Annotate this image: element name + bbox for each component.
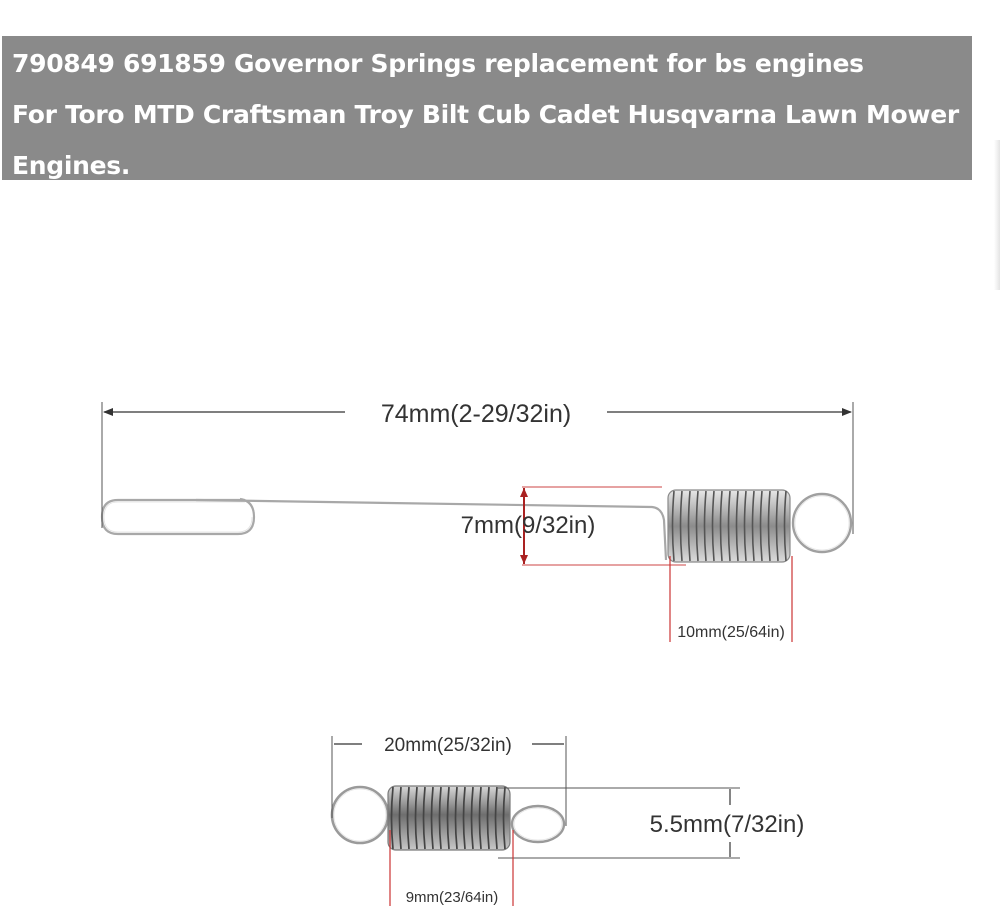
long-spring-hook-height-label: 7mm(9/32in): [461, 512, 596, 539]
short-spring: [330, 785, 566, 851]
title-line-2: For Toro MTD Craftsman Troy Bilt Cub Cad…: [12, 100, 959, 129]
long-spring: [100, 489, 853, 563]
short-spring-dimensions: 20mm(25/32in) 5.5mm(7/32in) 9mm(23/64in): [331, 735, 805, 906]
title-line-1: 790849 691859 Governor Springs replaceme…: [12, 49, 864, 78]
long-spring-end-loop: [791, 492, 853, 554]
short-spring-coil-diameter-label: 9mm(23/64in): [406, 889, 499, 906]
long-spring-dimensions: 74mm(2-29/32in) 7mm(9/32in) 10mm(25/64in…: [101, 400, 854, 642]
title-banner: 790849 691859 Governor Springs replaceme…: [2, 36, 972, 180]
short-spring-left-loop: [330, 785, 390, 845]
short-spring-right-loop: [510, 804, 566, 844]
title-line-3: Engines.: [12, 151, 131, 180]
edge-shadow: [994, 140, 1000, 290]
long-spring-loop: [100, 497, 256, 536]
short-spring-height-label: 5.5mm(7/32in): [650, 811, 805, 838]
short-spring-length-label: 20mm(25/32in): [384, 735, 512, 756]
long-spring-coil-diameter-label: 10mm(25/64in): [677, 624, 785, 641]
long-spring-length-label: 74mm(2-29/32in): [381, 400, 571, 428]
long-spring-wire: [195, 498, 668, 561]
